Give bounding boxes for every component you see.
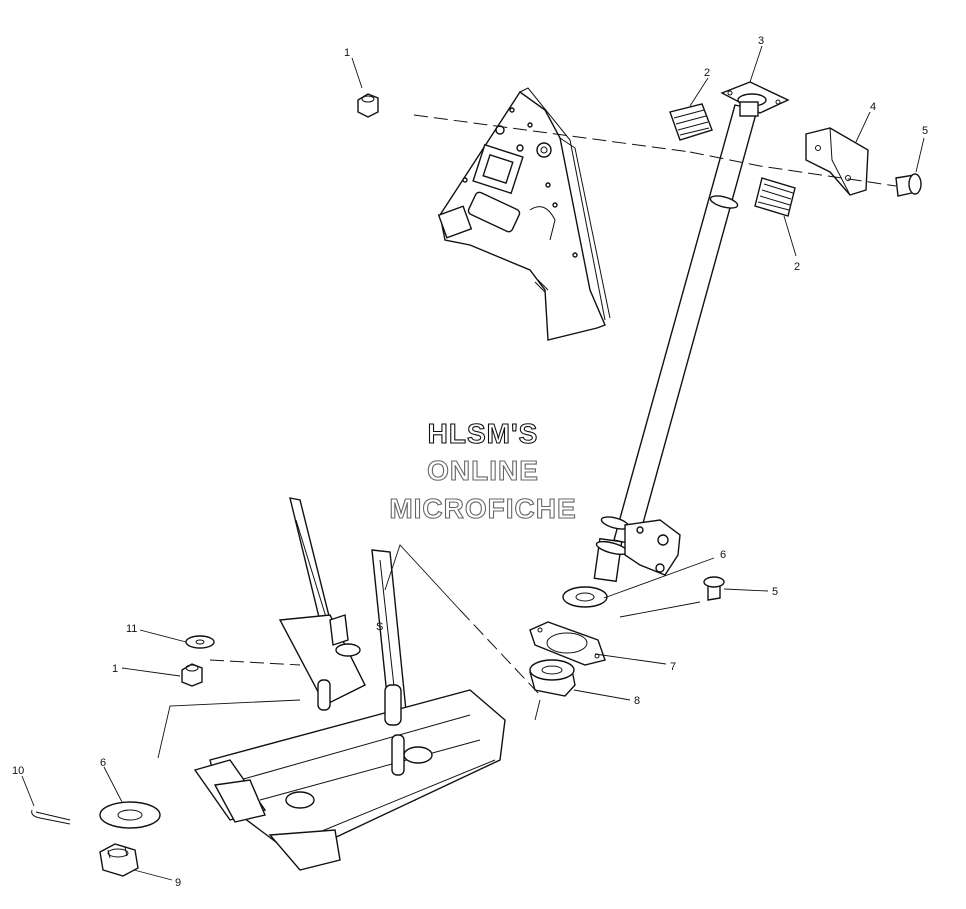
washer-small	[185, 635, 215, 649]
washer-mid	[562, 586, 608, 608]
callout-5-mid: 5	[772, 586, 778, 598]
nut-upper	[357, 93, 379, 118]
callout-2-lower: 2	[794, 261, 800, 273]
lower-frame	[193, 497, 506, 871]
callout-4: 4	[870, 101, 876, 113]
bushing-half-lower	[754, 177, 796, 217]
watermark-line-3: MICROFICHE	[389, 493, 576, 524]
callout-1-top: 1	[344, 47, 350, 59]
steering-post	[593, 104, 758, 583]
bearing	[529, 659, 576, 697]
washer-low	[99, 801, 161, 829]
nut-lower	[181, 663, 203, 687]
clamp-bracket	[805, 127, 869, 196]
castle-nut	[99, 843, 139, 877]
flange-plate-top	[720, 81, 790, 117]
bolt-upper	[895, 173, 922, 197]
watermark-line-2: ONLINE	[427, 455, 539, 486]
callout-8: 8	[634, 695, 640, 707]
callout-3: 3	[758, 35, 764, 47]
bolt-mid	[703, 576, 725, 601]
watermark-line-1: HLSM'S	[428, 418, 539, 449]
bushing-half-upper	[669, 103, 713, 141]
callout-2-upper: 2	[704, 67, 710, 79]
callout-1-low: 1	[112, 663, 118, 675]
callout-6-low: 6	[100, 757, 106, 769]
cotter-pin	[31, 809, 71, 825]
callout-9: 9	[175, 877, 181, 889]
gasket-plate	[529, 621, 606, 666]
callout-5-upper: 5	[922, 125, 928, 137]
upper-frame-bracket	[437, 87, 611, 341]
callout-7: 7	[670, 661, 676, 673]
frame-mark: S	[376, 621, 383, 633]
callout-11: 11	[126, 623, 137, 635]
callout-6-mid: 6	[720, 549, 726, 561]
callout-10: 10	[12, 765, 24, 777]
